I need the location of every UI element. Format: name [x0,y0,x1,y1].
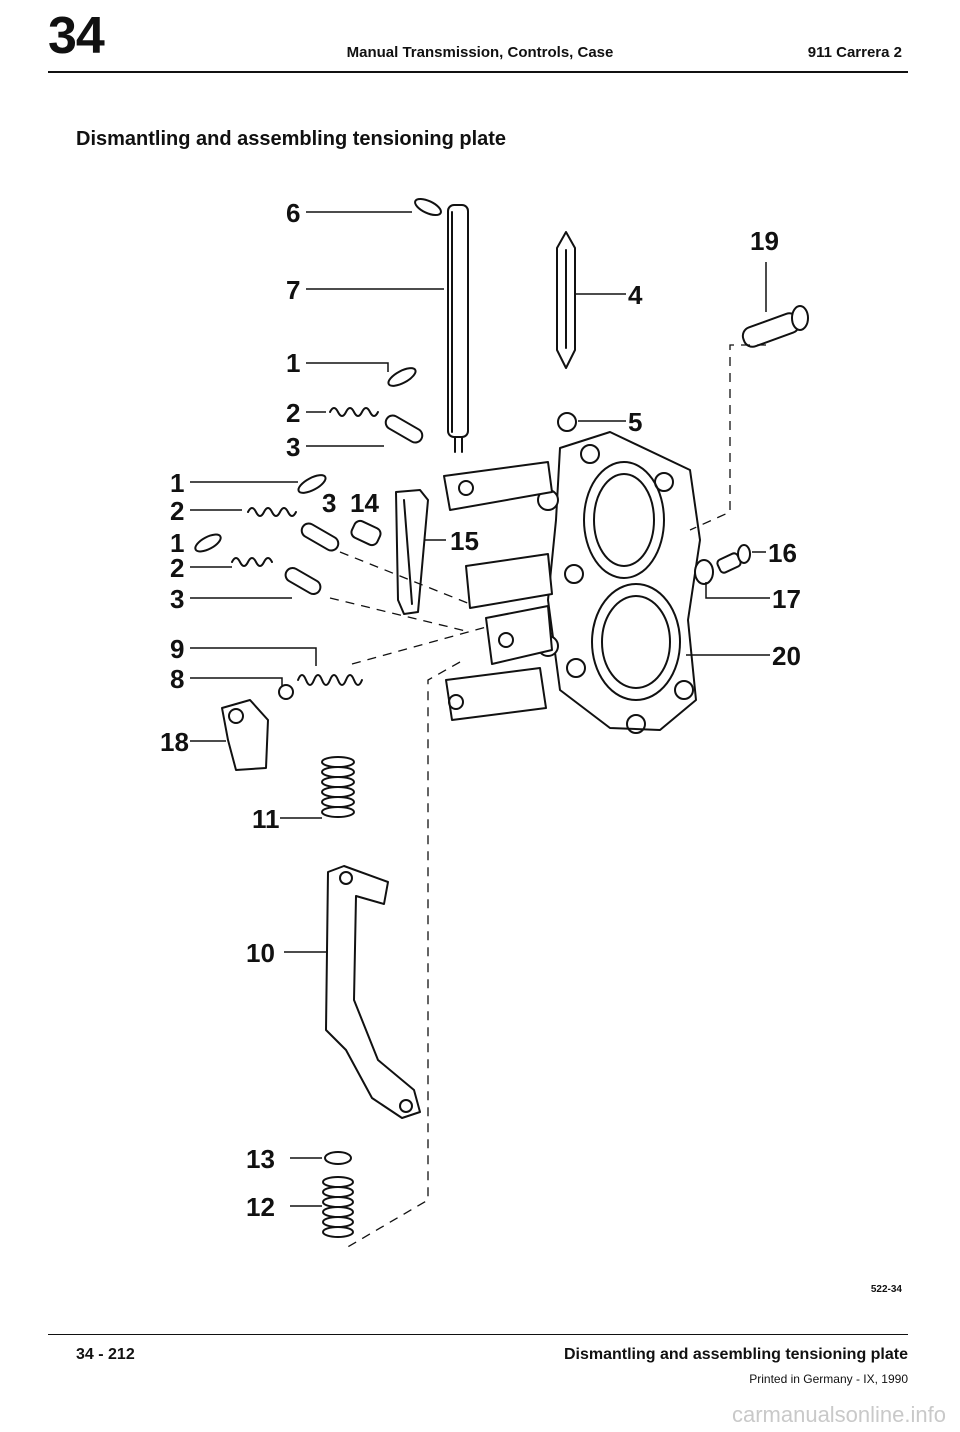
callout-label: 16 [768,538,797,568]
callout-label: 5 [628,407,642,437]
callout-label: 3 [170,584,184,614]
callout-label: 1 [170,468,184,498]
callout-label: 18 [160,727,189,757]
callout-label: 9 [170,634,184,664]
callout-label: 2 [286,398,300,428]
callout-label: 11 [252,804,280,834]
shaft [556,231,576,369]
spring-11 [321,756,355,818]
figure-reference: 522-34 [870,1284,902,1295]
pin [194,533,222,553]
callout-label: 4 [628,280,643,310]
section-title: Dismantling and assembling tensioning pl… [76,128,507,150]
ball [557,412,577,432]
callout-label: 14 [350,488,379,518]
spring [247,507,297,517]
screw-16 [716,544,751,574]
callout-label: 8 [170,664,184,694]
spring-12 [322,1176,354,1238]
callout-label: 20 [772,641,801,671]
washer [694,559,714,585]
header-rule [48,71,908,73]
plunger [300,522,340,552]
model-name: 911 Carrera 2 [807,44,902,61]
plunger [284,567,322,595]
printed-note: Printed in Germany - IX, 1990 [749,1372,908,1386]
callout-label: 1 [286,348,300,378]
exploded-diagram: 6 7 1 2 3 1 2 3 14 1 2 3 9 8 18 11 10 13… [160,197,809,1249]
plunger [384,414,424,444]
selector-blocks [443,461,553,721]
callout-label: 13 [246,1144,275,1174]
footer-title: Dismantling and assembling tensioning pl… [563,1346,908,1363]
bushing [350,519,382,547]
callout-label: 12 [246,1192,275,1222]
tensioning-plate [537,431,701,734]
callout-label: 7 [286,275,300,305]
washer [324,1151,352,1165]
shift-rod [414,197,469,453]
pin [297,474,327,494]
callout-label: 10 [246,938,275,968]
spring [329,407,379,417]
callout-label: 19 [750,226,779,256]
bracket [221,699,269,771]
callout-label: 3 [286,432,300,462]
spring [297,674,363,686]
spring [231,557,273,567]
callout-label: 15 [450,526,479,556]
ball [278,684,294,700]
callout-label: 3 [322,488,336,518]
chapter-title: Manual Transmission, Controls, Case [346,44,614,61]
chapter-number: 34 [48,7,105,65]
callout-label: 1 [170,528,184,558]
callout-label: 17 [772,584,801,614]
page-number: 34 - 212 [76,1346,135,1363]
callout-label: 6 [286,198,300,228]
watermark: carmanualsonline.info [731,1402,946,1427]
callout-label: 2 [170,553,184,583]
footer-rule [48,1334,908,1335]
bolt-19 [741,305,809,348]
pin [387,367,417,387]
callout-label: 2 [170,496,184,526]
lever [395,489,429,615]
shift-fork [325,865,421,1119]
